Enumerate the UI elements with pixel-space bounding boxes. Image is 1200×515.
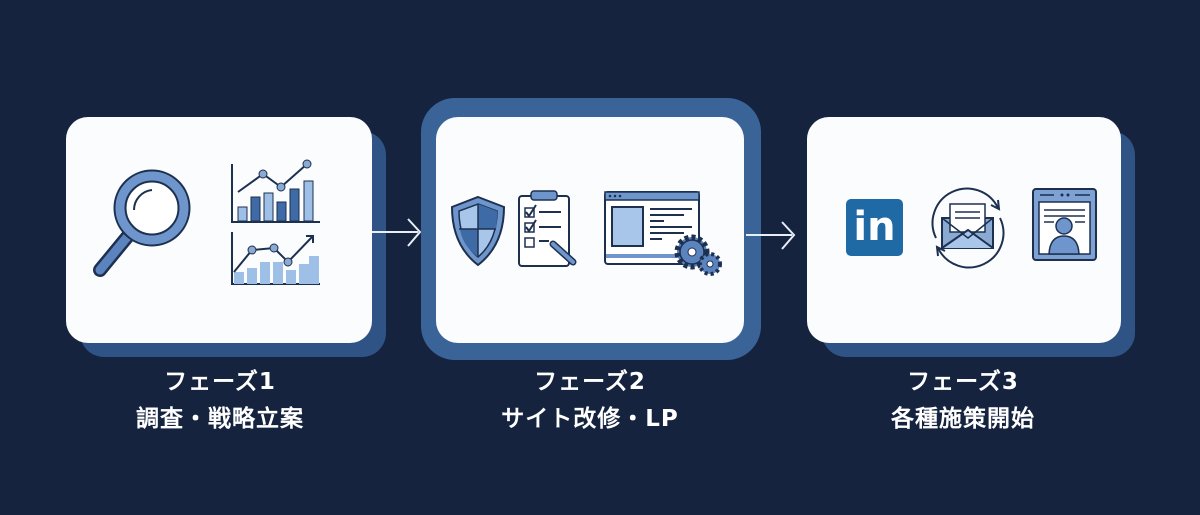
phase3-subtitle: 各種施策開始 [891, 406, 1035, 432]
phase2-title: フェーズ2 [534, 369, 646, 395]
bar-line-chart-icon [231, 159, 320, 223]
phase3-label: フェーズ3 各種施策開始 [783, 364, 1143, 438]
arrow-right-icon [372, 218, 422, 247]
checklist-icon [518, 190, 577, 267]
phase3-title: フェーズ3 [907, 369, 1019, 395]
phase2-subtitle: サイト改修・LP [501, 406, 679, 432]
phase1-subtitle: 調査・戦略立案 [136, 406, 304, 432]
phase1-card [66, 117, 372, 343]
browser-gear-icon [604, 191, 722, 276]
linkedin-icon: in [846, 199, 903, 256]
area-line-chart-icon [231, 232, 320, 285]
phase1-title: フェーズ1 [164, 369, 276, 395]
magnifier-icon [93, 169, 191, 277]
profile-page-icon [1032, 188, 1097, 261]
phase1-label: フェーズ1 調査・戦略立案 [40, 364, 400, 438]
shield-icon [450, 195, 506, 267]
phase2-label: フェーズ2 サイト改修・LP [410, 364, 770, 438]
email-cycle-icon [931, 187, 1005, 269]
arrow-right-icon [746, 221, 796, 250]
